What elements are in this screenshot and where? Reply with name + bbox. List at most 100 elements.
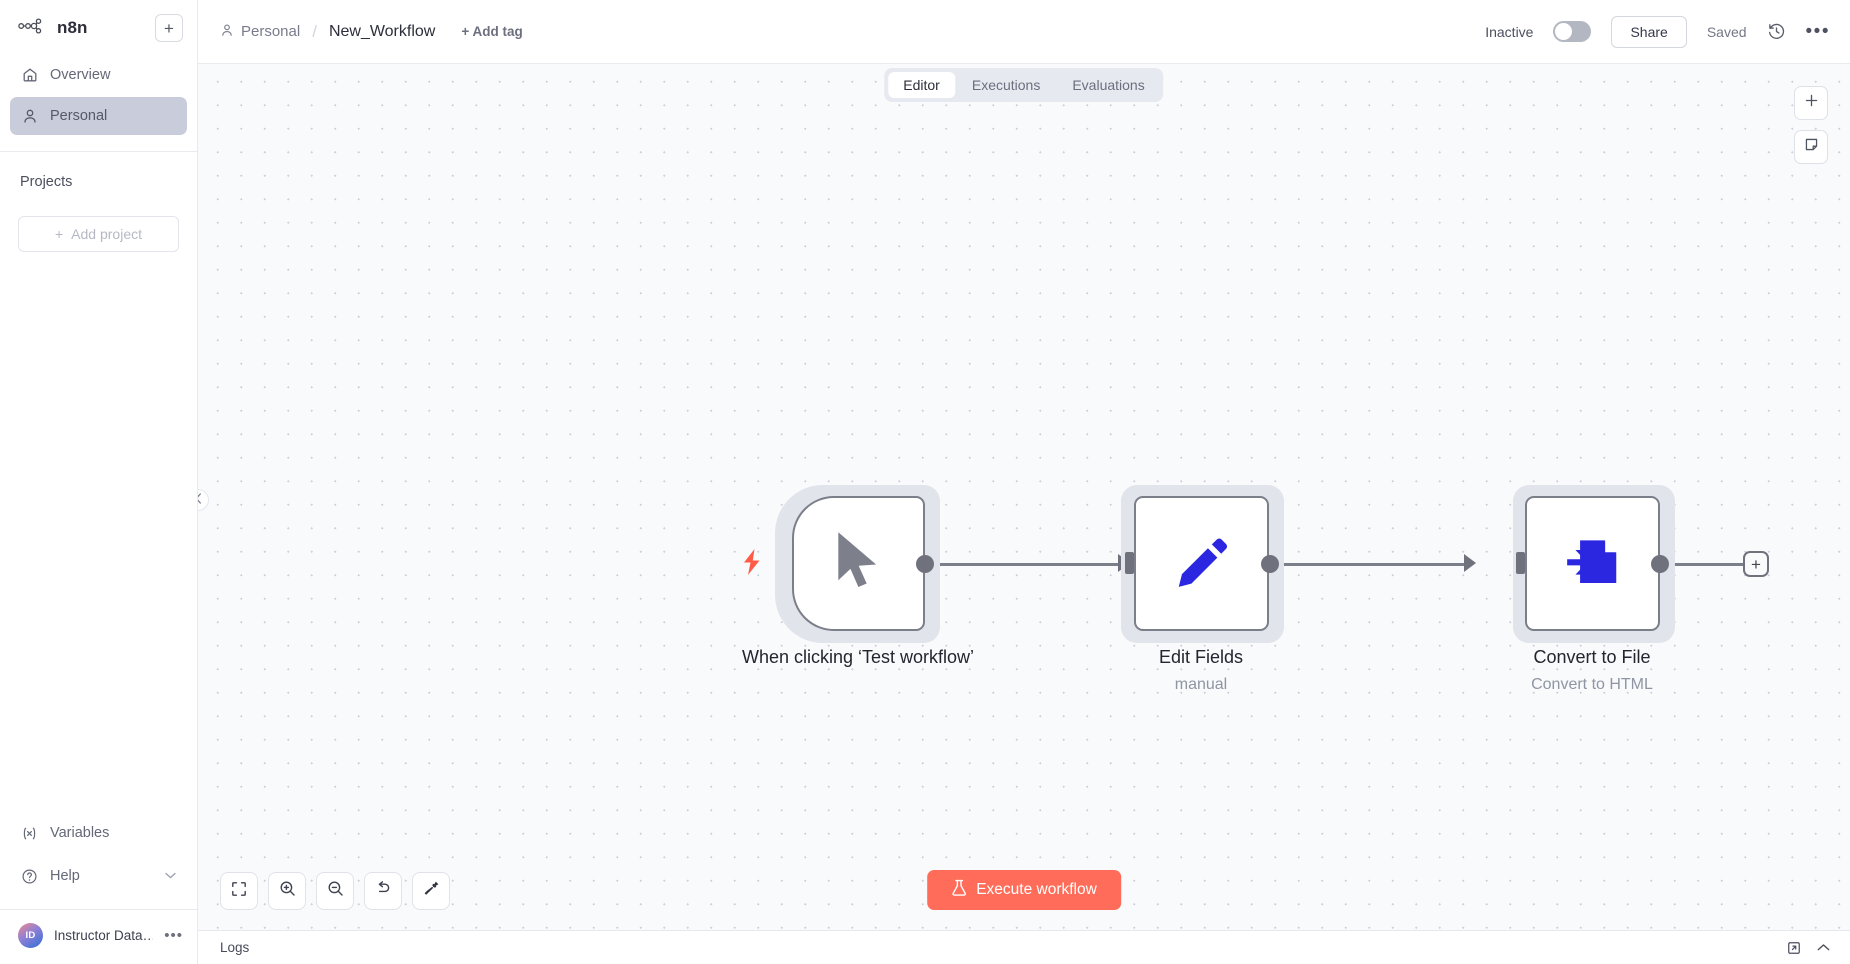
execute-workflow-button[interactable]: Execute workflow [927,870,1121,910]
workflow-name[interactable]: New_Workflow [328,22,436,40]
zoom-to-fit-button[interactable] [220,872,258,910]
sidebar-item-overview[interactable]: Overview [10,56,187,94]
sidebar-spacer [0,252,197,813]
breadcrumb-project[interactable]: Personal [220,23,300,41]
brand-name: n8n [57,18,88,37]
workflow-topbar: Personal / New_Workflow + Add tag Inacti… [198,0,1850,64]
logs-label: Logs [220,940,250,955]
activation-status-label: Inactive [1485,23,1534,40]
sidebar-nav: Overview Personal [0,52,197,138]
sidebar-item-personal[interactable]: Personal [10,97,187,135]
plus-icon: + [164,18,174,38]
sidebar: n8n + Overview [0,0,198,964]
open-in-new-icon[interactable] [1787,941,1801,955]
node-title: When clicking ‘Test workflow’ [741,647,975,667]
chevron-left-icon [198,493,202,507]
workflow-canvas[interactable]: Editor Executions Evaluations [198,64,1850,930]
sidebar-divider [0,151,197,152]
node-subtitle: Convert to HTML [1531,676,1653,693]
node-output-port[interactable] [1651,555,1669,573]
chevron-down-icon [165,870,176,882]
reset-zoom-button[interactable] [364,872,402,910]
share-button[interactable]: Share [1611,15,1687,48]
chevron-up-icon[interactable] [1817,943,1830,952]
tidy-up-button[interactable] [412,872,450,910]
question-circle-icon [21,868,38,885]
person-icon [21,108,38,125]
tab-executions[interactable]: Executions [971,77,1041,93]
home-icon [21,67,38,84]
node-title: Convert to File [1533,647,1651,667]
zoom-out-button[interactable] [316,872,354,910]
clock-rewind-icon[interactable] [1767,22,1786,41]
canvas-bottom-tools [220,872,450,910]
avatar: ID [18,923,43,948]
plus-icon: + [54,226,64,242]
node-body[interactable] [792,496,925,631]
variables-icon [21,825,38,842]
tidy-up-icon [423,880,440,902]
sidebar-header: n8n + [0,0,197,52]
user-name: Instructor Data… [54,928,154,943]
logs-bar[interactable]: Logs [198,930,1850,964]
flow-graph: When clicking ‘Test workflow’ [198,64,1850,930]
user-menu[interactable]: ID Instructor Data… ••• [0,910,197,964]
reset-zoom-icon [375,880,392,902]
plus-icon [1804,93,1819,113]
save-state-label: Saved [1706,23,1747,40]
ellipsis-icon[interactable]: ••• [1805,20,1830,42]
convert-file-icon [1562,530,1624,597]
logs-actions [1787,941,1830,955]
projects-heading: Projects [20,174,73,190]
brand: n8n [18,17,88,39]
sidebar-item-variables[interactable]: Variables [10,813,187,853]
zoom-in-button[interactable] [268,872,306,910]
canvas-side-tools [1794,86,1828,164]
node-input-port[interactable] [1516,552,1525,574]
connection-line[interactable] [1271,563,1471,566]
ellipsis-icon[interactable]: ••• [164,926,183,944]
sidebar-item-help[interactable]: Help [10,856,187,896]
zoom-in-icon [279,880,296,902]
node-body[interactable] [1525,496,1660,631]
breadcrumb-separator: / [312,21,317,41]
sidebar-item-help-label: Help [50,868,80,884]
activation-toggle[interactable] [1553,21,1592,42]
sidebar-item-personal-label: Personal [50,108,108,124]
sidebar-bottom-nav: Variables Help [0,813,197,899]
mouse-pointer-icon [833,530,885,597]
person-icon [220,23,234,41]
add-node-button[interactable] [1794,86,1828,120]
node-output-port[interactable] [916,555,934,573]
new-workflow-button[interactable]: + [155,14,183,42]
canvas-tabs: Editor Executions Evaluations [884,68,1164,102]
tab-editor[interactable]: Editor [888,72,955,98]
fit-view-icon [231,881,247,902]
sidebar-item-variables-label: Variables [50,825,110,841]
toggle-knob [1555,23,1573,40]
execute-workflow-wrap: Execute workflow [927,870,1121,910]
breadcrumb-project-label: Personal [241,23,301,40]
user-divider [0,909,197,910]
add-next-node-button[interactable]: + [1743,551,1769,577]
tab-evaluations[interactable]: Evaluations [1072,77,1145,93]
n8n-logo-icon [18,17,48,39]
plus-icon: + [1751,554,1761,574]
add-project-button[interactable]: + Add project [18,216,179,252]
flask-icon [951,879,967,902]
zoom-out-icon [327,880,344,902]
breadcrumb: Personal / New_Workflow + Add tag [220,22,523,42]
node-input-port[interactable] [1125,552,1134,574]
node-output-port[interactable] [1261,555,1279,573]
connection-arrow-icon [1464,554,1476,572]
add-project-label: Add project [71,226,142,242]
sidebar-item-overview-label: Overview [50,67,111,83]
connection-line[interactable] [925,563,1125,566]
add-sticky-note-button[interactable] [1794,130,1828,164]
topbar-actions: Inactive Share Saved ••• [1485,15,1830,48]
node-body[interactable] [1134,496,1269,631]
connection-line[interactable] [1653,563,1745,566]
execute-workflow-label: Execute workflow [976,881,1097,898]
add-tag-button[interactable]: + Add tag [461,24,523,39]
